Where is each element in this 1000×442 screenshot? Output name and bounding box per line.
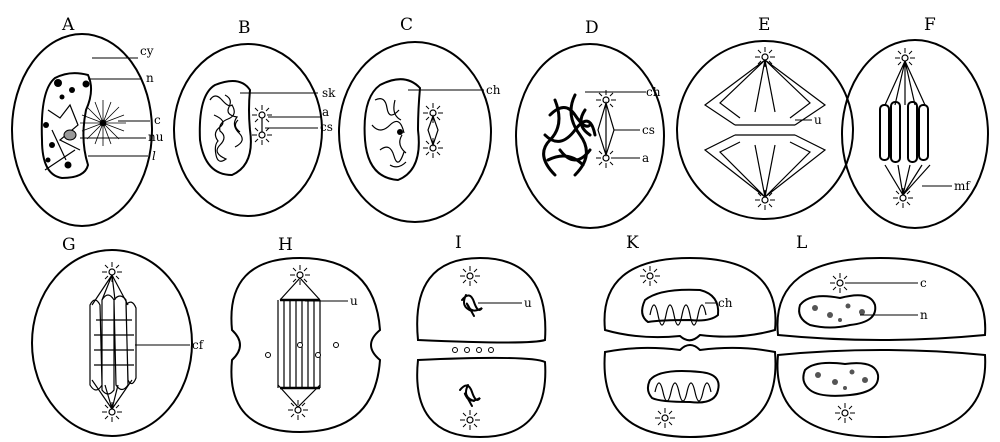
label-a: a [322,105,329,119]
cell-membrane [31,249,193,437]
chromosomes [879,101,929,163]
panel-g: G cf [31,235,205,437]
label-mf: mf [954,179,971,193]
panel-d: D ch cs a [515,18,665,229]
cell-membrane [11,33,153,227]
panel-letter: I [455,233,462,253]
panel-letter: H [278,235,293,255]
label-ch: ch [646,85,661,99]
chromatin [812,303,868,390]
cell-membrane-constricting [230,256,382,434]
panel-k: K ch [603,233,777,439]
panel-letter: F [924,15,936,35]
chromosomes [542,93,597,177]
daughter-nucleus [802,361,880,397]
aster-icon [459,265,481,287]
chromosome-threads [371,98,407,168]
daughter-cell-bottom [603,344,777,439]
panel-i: I u [416,233,547,439]
aster-icon [754,46,776,68]
panel-letter: C [400,15,413,35]
panel-letter: B [238,18,251,38]
skein-spireme [209,94,243,162]
aster-icon [289,264,311,286]
cell-membrane [676,40,854,220]
label-cy: cy [140,44,154,58]
cell-membrane [841,39,989,229]
aster-icon [422,102,444,124]
chromatin [43,79,90,169]
aster-icon [892,187,914,209]
nucleus [363,78,422,182]
panel-b: B sk a cs [173,18,336,217]
cell-membrane [515,43,665,229]
panel-h: H u [230,235,382,434]
daughter-cell-top [603,256,777,342]
spindle-and-chromosomes [703,59,827,198]
aster-icon [639,265,661,287]
daughter-cell-top [776,256,987,341]
centrosome-aster [80,100,126,146]
label-nu: nu [148,130,164,144]
panel-e: E u [676,15,854,220]
daughter-nucleus [646,370,720,404]
nucleus [198,80,252,177]
daughter-chromosomes [459,294,483,407]
panel-a: A cy n c nu l [11,15,164,227]
aster-icon [101,401,123,423]
aster-icon [422,137,444,159]
cell-membrane [173,43,323,217]
panel-letter: G [62,235,76,255]
label-u: u [350,294,358,308]
cell-plate-bodies [452,347,494,353]
spindle-fibers [884,60,931,196]
daughter-cell-top [416,256,547,344]
panel-letter: E [758,15,770,35]
panel-c: C ch [338,15,501,223]
aster-icon [754,189,776,211]
panel-letter: D [585,18,599,38]
aster-icon [834,402,856,424]
label-cf: cf [192,338,205,352]
label-l: l [152,149,156,163]
panel-f: F mf [841,15,989,229]
panel-letter: A [61,15,75,35]
daughter-cell-bottom [776,349,987,439]
label-c: c [154,113,161,127]
label-c: c [920,276,927,290]
panel-l: L c n [776,233,987,439]
label-cs: cs [642,123,655,137]
label-cs: cs [320,120,333,134]
linin-network [44,103,81,171]
daughter-nucleus [641,288,720,324]
label-ch: ch [486,83,501,97]
aster-icon [459,409,481,431]
label-ch: ch [718,296,733,310]
label-sk: sk [322,86,336,100]
label-n: n [146,71,154,85]
panel-letter: L [796,233,807,253]
nucleolus [397,129,403,135]
cell-membrane [338,41,492,223]
label-u: u [814,113,822,127]
chromosomes [654,382,712,402]
label-u: u [524,296,532,310]
nucleolus [63,129,77,141]
spindle-and-chromosomes [277,277,321,408]
daughter-cell-bottom [416,356,547,439]
daughter-nucleus [798,294,877,329]
label-a: a [642,151,649,165]
nucleus [40,72,92,180]
aster-icon [654,407,676,429]
chromosomes [649,304,707,326]
chromosomes-and-fibers [89,274,137,410]
interzonal-bodies [265,342,339,358]
label-n: n [920,308,928,322]
aster-icon [287,399,309,421]
panel-letter: K [626,233,639,253]
